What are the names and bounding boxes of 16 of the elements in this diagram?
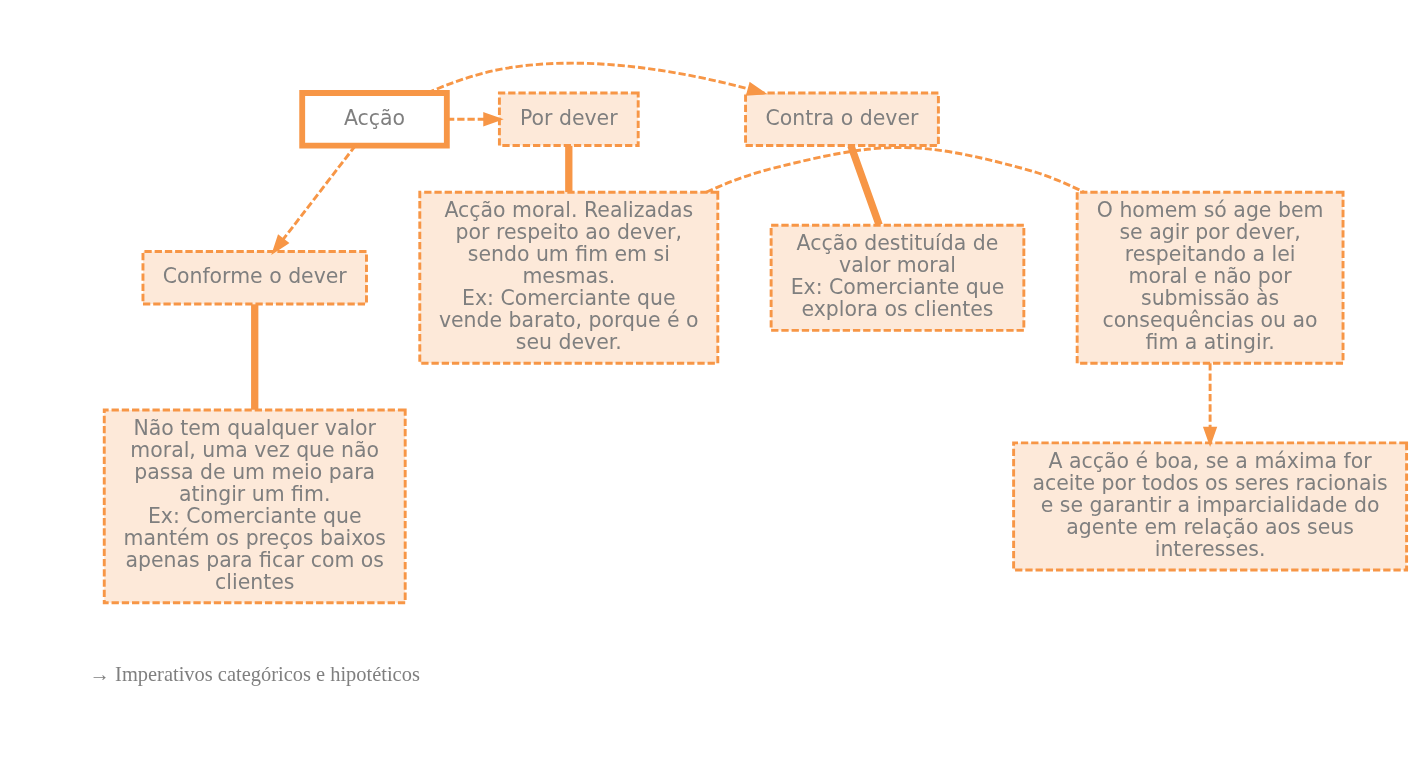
node-box: Por dever bbox=[497, 91, 640, 148]
node-box: Não tem qualquer valor moral, uma vez que não passa de um meio para atingir um fim. Ex: Comerciante que mantém os preços baixos apenas para ficar com os clientes bbox=[102, 408, 407, 605]
node-box: Acção moral. Realizadas por respeito ao dever, sendo um fim em si mesmas. Ex: Comerciante que vende barato, porque é o seu dever. bbox=[418, 190, 720, 365]
arrow bbox=[1202, 363, 1218, 448]
connector bbox=[251, 304, 259, 410]
connector bbox=[847, 144, 883, 227]
connector bbox=[565, 145, 573, 193]
node-box: A acção é boa, se a máxima for aceite por todos os seres racionais e se garantir a imparcialidade do agente em relação aos seus interesses. bbox=[1012, 441, 1409, 572]
arrow bbox=[447, 112, 504, 127]
label: → Imperativos categóricos e hipotéticos bbox=[89, 663, 420, 686]
node-box: Conforme o dever bbox=[141, 250, 368, 306]
connector bbox=[705, 146, 1085, 194]
node-box: Acção bbox=[299, 90, 450, 149]
node-box: Acção destituída de valor moral Ex: Comerciante que explora os clientes bbox=[769, 223, 1026, 332]
node-box: Contra o dever bbox=[744, 91, 940, 148]
node-box: O homem só age bem se agir por dever, respeitando a lei moral e não por submissão às consequências ou ao fim a atingir. bbox=[1075, 190, 1345, 365]
